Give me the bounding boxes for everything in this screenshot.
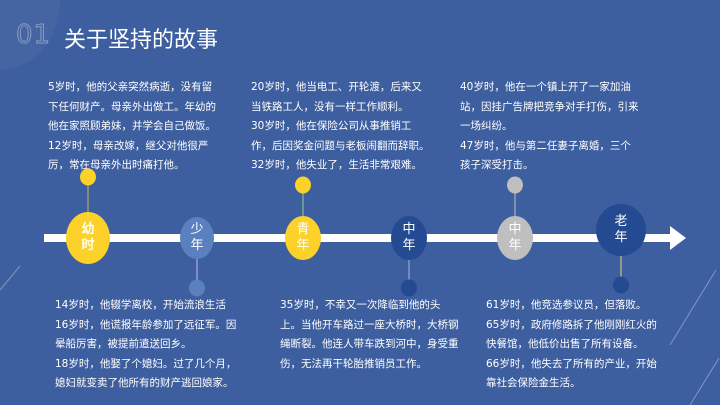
text-middle-age-1: 35岁时，不幸又一次降临到他的头上。当他开车路过一座大桥时，大桥钢绳断裂。他连人…	[280, 299, 459, 370]
stage-label: 中年	[402, 222, 416, 253]
connector	[302, 186, 304, 226]
stage-label: 少年	[190, 222, 204, 253]
connector	[87, 177, 89, 222]
text-middle-age-2: 40岁时，他在一个镇上开了一家加油站，因挂广告牌把竞争对手打伤，引来一场纠纷。 …	[460, 81, 639, 171]
stage-label: 幼时	[81, 222, 95, 253]
stage-youth[interactable]: 青年	[285, 216, 321, 260]
stage-label: 中年	[508, 222, 522, 253]
connector	[620, 254, 622, 279]
connector	[514, 186, 516, 226]
text-old-age: 61岁时，他竞选参议员，但落败。 65岁时，政府修路拆了他刚刚红火的快餐馆，他低…	[486, 299, 657, 389]
stage-middle-age-1[interactable]: 中年	[391, 216, 427, 260]
marker-dot	[189, 279, 205, 297]
connector	[196, 255, 198, 285]
stage-middle-age-2[interactable]: 中年	[497, 216, 533, 260]
stage-label: 老年	[614, 214, 628, 245]
stage-teenage[interactable]: 少年	[180, 217, 214, 259]
page-title: 关于坚持的故事	[64, 28, 219, 53]
connector	[408, 255, 410, 285]
text-youth: 20岁时，他当电工、开轮渡，后来又当铁路工人，没有一样工作顺利。 30岁时，他在…	[251, 81, 430, 171]
timeline-arrow-icon	[670, 226, 686, 250]
decorative-line	[0, 265, 21, 291]
timeline-axis	[44, 234, 674, 242]
marker-dot	[507, 176, 523, 194]
text-teenage: 14岁时，他辍学离校，开始流浪生活 16岁时，他谎报年龄参加了远征军。因晕船厉害…	[55, 299, 237, 389]
stage-childhood[interactable]: 幼时	[66, 212, 110, 264]
marker-dot	[80, 168, 96, 186]
stage-old-age[interactable]: 老年	[596, 204, 646, 256]
text-childhood: 5岁时，他的父亲突然病逝，没有留下任何财产。母亲外出做工。年幼的他在家照顾弟妹，…	[48, 81, 216, 171]
marker-dot	[295, 176, 311, 194]
stage-label: 青年	[296, 222, 310, 253]
decorative-line	[689, 357, 720, 405]
section-number: 01	[15, 20, 52, 51]
marker-dot	[401, 279, 417, 297]
marker-dot	[613, 276, 629, 294]
decorative-line	[669, 269, 717, 346]
